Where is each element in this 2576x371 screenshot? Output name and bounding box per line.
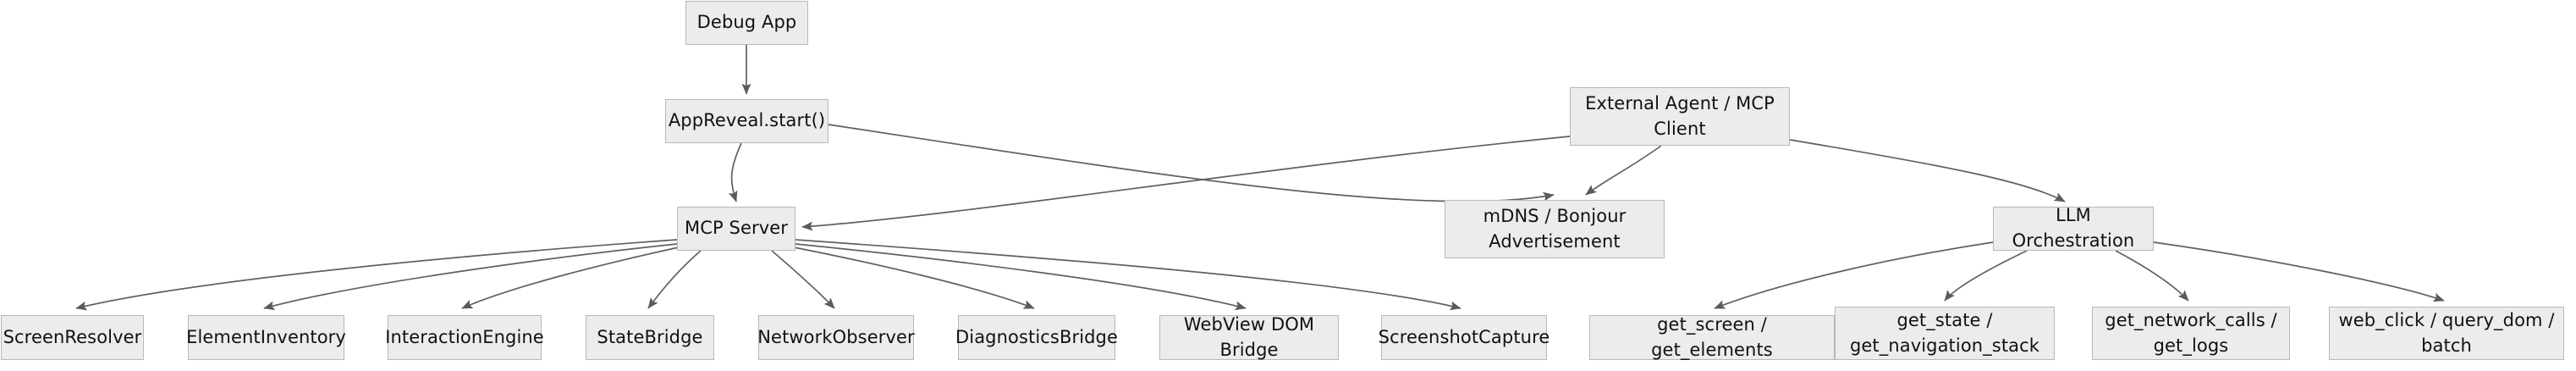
node-label-mdns-bonjour: mDNS / Bonjour Advertisement: [1483, 205, 1627, 252]
node-mcp-server[interactable]: MCP Server: [677, 207, 795, 251]
node-label-get-screen-elements: get_screen / get_elements: [1651, 313, 1773, 360]
node-network-observer[interactable]: NetworkObserver: [757, 315, 915, 360]
node-state-bridge[interactable]: StateBridge: [586, 315, 714, 360]
edge-mcp-server-to-diagnostics-bridge: [793, 246, 1035, 309]
node-label-interaction-engine: InteractionEngine: [385, 326, 544, 347]
node-llm-orchestration[interactable]: LLM Orchestration: [1993, 205, 2154, 251]
node-get-state-nav[interactable]: get_state / get_navigation_stack: [1835, 307, 2055, 360]
edge-appreveal-start-to-mdns-bonjour: [828, 124, 1555, 202]
node-mdns-bonjour[interactable]: mDNS / Bonjour Advertisement: [1445, 200, 1665, 258]
node-debug-app[interactable]: Debug App: [685, 1, 808, 45]
node-label-external-agent: External Agent / MCP Client: [1585, 92, 1775, 139]
node-webview-dom-bridge[interactable]: WebView DOM Bridge: [1159, 313, 1339, 360]
edge-appreveal-start-to-mcp-server: [728, 142, 742, 202]
node-label-web-click-query-dom: web_click / query_dom / batch: [2338, 309, 2555, 356]
node-get-screen-elements[interactable]: get_screen / get_elements: [1589, 313, 1835, 360]
node-label-get-network-logs: get_network_calls / get_logs: [2105, 309, 2277, 356]
node-label-mcp-server: MCP Server: [685, 218, 788, 239]
node-web-click-query-dom[interactable]: web_click / query_dom / batch: [2329, 307, 2564, 360]
edge-llm-orchestration-to-get-state-nav: [1944, 250, 2028, 302]
node-label-element-inventory: ElementInventory: [186, 326, 346, 347]
edge-external-agent-to-mdns-bonjour: [1585, 145, 1662, 196]
node-label-debug-app: Debug App: [696, 12, 797, 33]
node-label-diagnostics-bridge: DiagnosticsBridge: [955, 326, 1119, 347]
node-label-webview-dom-bridge: WebView DOM Bridge: [1183, 313, 1315, 360]
node-label-llm-orchestration: LLM Orchestration: [2012, 205, 2135, 251]
node-external-agent[interactable]: External Agent / MCP Client: [1570, 87, 1790, 146]
node-label-appreveal-start: AppReveal.start(): [668, 110, 826, 131]
node-interaction-engine[interactable]: InteractionEngine: [385, 315, 544, 360]
edges-group: [75, 45, 2445, 311]
edge-llm-orchestration-to-get-network-logs: [2115, 250, 2189, 302]
node-label-get-state-nav: get_state / get_navigation_stack: [1849, 309, 2040, 356]
edge-mcp-server-to-interaction-engine: [461, 246, 680, 309]
edge-mcp-server-to-screen-resolver: [75, 239, 678, 311]
node-label-screen-resolver: ScreenResolver: [3, 326, 142, 347]
node-label-state-bridge: StateBridge: [597, 326, 703, 347]
edge-mcp-server-to-network-observer: [771, 250, 835, 309]
node-screen-resolver[interactable]: ScreenResolver: [1, 315, 144, 360]
node-diagnostics-bridge[interactable]: DiagnosticsBridge: [955, 315, 1119, 360]
node-label-screenshot-capture: ScreenshotCapture: [1378, 326, 1550, 347]
edge-mcp-server-to-state-bridge: [647, 250, 702, 309]
edge-mcp-server-to-element-inventory: [263, 243, 678, 311]
node-element-inventory[interactable]: ElementInventory: [186, 315, 346, 360]
edge-external-agent-to-llm-orchestration: [1789, 139, 2066, 202]
edge-llm-orchestration-to-web-click-query-dom: [2153, 241, 2445, 302]
node-get-network-logs[interactable]: get_network_calls / get_logs: [2092, 307, 2290, 360]
edge-mcp-server-to-webview-dom-bridge: [795, 243, 1247, 311]
node-appreveal-start[interactable]: AppReveal.start(): [665, 99, 828, 143]
edge-llm-orchestration-to-get-screen-elements: [1714, 241, 1994, 309]
node-screenshot-capture[interactable]: ScreenshotCapture: [1378, 315, 1550, 360]
edge-mcp-server-to-screenshot-capture: [795, 239, 1461, 311]
node-label-network-observer: NetworkObserver: [757, 326, 915, 347]
